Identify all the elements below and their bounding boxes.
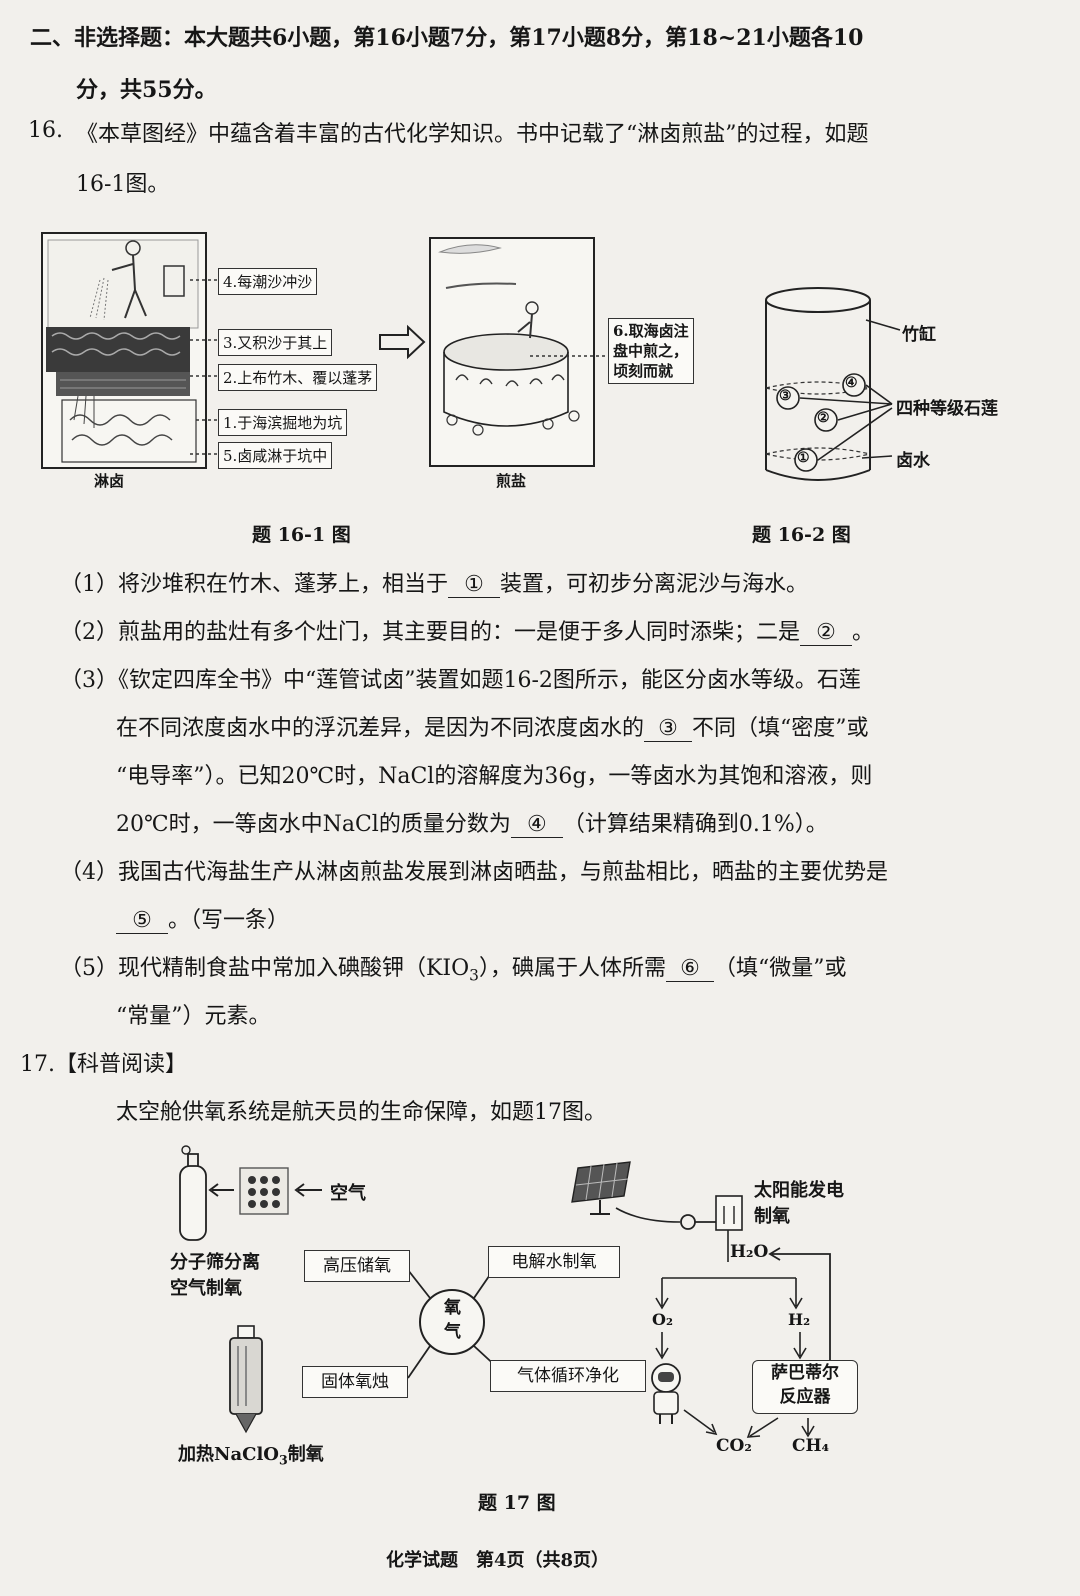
fig16-1-label-2: 2.上布竹木、覆以蓬茅 <box>218 364 378 391</box>
fig17-box-gas-cycle: 气体循环净化 <box>490 1360 646 1392</box>
fig17-center-oxygen: 氧 气 <box>444 1296 461 1344</box>
fig17-solar-line2: 制氧 <box>754 1206 790 1227</box>
fig16-1-panel-left-label: 淋卤 <box>94 472 125 490</box>
fig17-box-electrolysis: 电解水制氧 <box>488 1246 620 1278</box>
fig16-1-label-5: 5.卤咸淋于坑中 <box>218 442 333 469</box>
q16-blank-3[interactable]: ③ <box>644 716 693 742</box>
q17-title: 【科普阅读】 <box>55 1052 188 1077</box>
q16-part1-post: 装置，可初步分离泥沙与海水。 <box>500 572 809 597</box>
fig16-2-tube-label: 竹缸 <box>902 325 936 345</box>
q16-blank-4[interactable]: ④ <box>510 812 563 838</box>
q16-part5-line2: “常量”）元素。 <box>116 1004 271 1029</box>
q16-part4-line1: （4）我国古代海盐生产从淋卤煎盐发展到淋卤晒盐，与煎盐相比，晒盐的主要优势是 <box>60 860 888 885</box>
fig16-2-marker-4: ④ <box>845 375 858 391</box>
fig17-co2-label: CO₂ <box>716 1436 752 1456</box>
fig17-center-line1: 氧 <box>444 1298 461 1318</box>
q16-part1-pre: （1）将沙堆积在竹木、蓬茅上，相当于 <box>60 572 448 597</box>
fig17-caption: 题 17 图 <box>478 1492 556 1514</box>
q16-part4-line2-post: 。（写一条） <box>168 908 290 933</box>
fig17-h2o-label: H₂O <box>730 1242 769 1262</box>
fig16-1-label-6-line2: 盘中煎之， <box>613 342 689 360</box>
fig16-1-caption: 题 16-1 图 <box>252 524 351 546</box>
q16-part2-post: 。 <box>852 620 875 645</box>
q16-part3-line4-pre: 20℃时，一等卤水中NaCl的质量分数为 <box>116 812 511 837</box>
q16-blank-6[interactable]: ⑥ <box>665 956 714 982</box>
fig17-box-oxygen-candle: 固体氧烛 <box>302 1366 408 1398</box>
fig17-heat-pre: 加热NaClO <box>178 1444 279 1465</box>
page-footer: 化学试题 第4页（共8页） <box>386 1550 610 1571</box>
fig17-solar-line1: 太阳能发电 <box>754 1180 844 1201</box>
q16-blank-5[interactable]: ⑤ <box>116 908 168 934</box>
q16-part3-line4-post: （计算结果精确到0.1%）。 <box>562 812 828 837</box>
fig16-1-label-6-line1: 6.取海卤注 <box>613 322 689 340</box>
fig17-ch4-label: CH₄ <box>792 1436 830 1456</box>
fig17-box-high-pressure: 高压储氧 <box>304 1250 410 1282</box>
q16-number: 16. <box>28 118 63 143</box>
q16-part4-line2: ⑤。（写一条） <box>116 902 289 934</box>
fig17-solar-label: 太阳能发电 制氧 <box>754 1178 844 1230</box>
fig17-reactor-line1: 萨巴蒂尔 <box>771 1363 839 1383</box>
q17-stem: 太空舱供氧系统是航天员的生命保障，如题17图。 <box>116 1100 606 1125</box>
q16-part2-pre: （2）煎盐用的盐灶有多个灶门，其主要目的：一是便于多人同时添柴；二是 <box>60 620 800 645</box>
fig16-1-panel-right-label: 煎盐 <box>496 472 527 490</box>
fig17-h2-label: H₂ <box>788 1310 811 1329</box>
section-heading-line1: 二、非选择题：本大题共6小题，第16小题7分，第17小题8分，第18~21小题各… <box>30 25 864 51</box>
q17-number-text: 17. <box>20 1052 55 1077</box>
fig17-sieve-line1: 分子筛分离 <box>170 1252 260 1273</box>
fig16-1-label-3: 3.又积沙于其上 <box>218 329 333 356</box>
fig16-1-label-6: 6.取海卤注 盘中煎之， 顷刻而就 <box>608 318 694 384</box>
fig16-1-label-1: 1.于海滨掘地为坑 <box>218 409 348 436</box>
fig16-2-caption: 题 16-2 图 <box>752 524 851 546</box>
q16-part5-line1-pre: （5）现代精制食盐中常加入碘酸钾（KIO <box>60 956 470 981</box>
q16-part3-line3: “电导率”）。已知20℃时，NaCl的溶解度为36g，一等卤水为其饱和溶液，则 <box>116 764 873 789</box>
q16-part5-kio3-sub: 3 <box>469 966 479 985</box>
fig17-sabatier-reactor: 萨巴蒂尔 反应器 <box>752 1360 858 1414</box>
q16-part5-line1-post: （填“微量”或 <box>713 956 847 981</box>
q16-stem-line1: 《本草图经》中蕴含着丰富的古代化学知识。书中记载了“淋卤煎盐”的过程，如题 <box>76 122 869 147</box>
fig17-sieve-label: 分子筛分离 空气制氧 <box>170 1250 260 1302</box>
q16-stem-line2: 16-1图。 <box>76 172 170 197</box>
section-heading-line2: 分，共55分。 <box>76 77 217 103</box>
q16-blank-2[interactable]: ② <box>800 620 852 646</box>
fig17-sieve-line2: 空气制氧 <box>170 1278 242 1299</box>
fig17-center-line2: 气 <box>444 1322 461 1342</box>
fig17-air-label: 空气 <box>330 1183 366 1204</box>
fig17-heat-label: 加热NaClO3制氧 <box>178 1440 324 1468</box>
fig17-heat-post: 制氧 <box>287 1444 324 1465</box>
fig16-2-stones-label: 四种等级石莲 <box>896 399 998 419</box>
q16-part3-line1: （3）《钦定四库全书》中“莲管试卤”装置如题16-2图所示，能区分卤水等级。石莲 <box>60 668 861 693</box>
q16-blank-1[interactable]: ① <box>448 572 500 598</box>
q17-number: 17.【科普阅读】 <box>20 1046 187 1078</box>
q16-part3-line2-pre: 在不同浓度卤水中的浮沉差异，是因为不同浓度卤水的 <box>116 716 645 741</box>
fig17-heat-sub: 3 <box>278 1452 288 1468</box>
fig17-o2-label: O₂ <box>652 1310 673 1329</box>
fig16-1-label-4: 4.每潮沙冲沙 <box>218 268 318 295</box>
fig16-1-label-6-line3: 顷刻而就 <box>613 362 674 380</box>
fig16-2-marker-1: ① <box>797 450 810 466</box>
fig16-2-marker-2: ② <box>817 410 830 426</box>
fig17-reactor-line2: 反应器 <box>779 1387 831 1407</box>
q16-part5-line1-mid: ），碘属于人体所需 <box>478 956 666 981</box>
fig16-2-brine-label: 卤水 <box>896 451 930 471</box>
q16-part3-line2-post: 不同（填“密度”或 <box>692 716 869 741</box>
fig16-2-marker-3: ③ <box>779 388 792 404</box>
